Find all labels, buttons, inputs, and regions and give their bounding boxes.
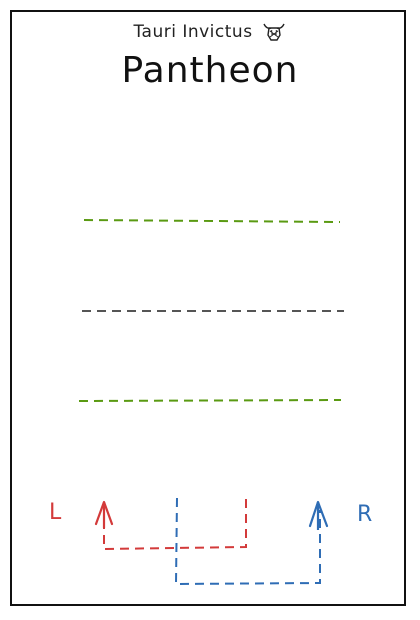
app-subtitle: Tauri Invictus xyxy=(133,22,253,42)
choice-line-top[interactable] xyxy=(83,219,341,223)
arrow-up-icon[interactable] xyxy=(94,500,114,528)
left-route xyxy=(103,499,247,551)
left-label[interactable]: L xyxy=(49,500,62,525)
right-label[interactable]: R xyxy=(357,502,373,527)
page-title: Pantheon xyxy=(121,50,299,91)
sketch-frame xyxy=(10,10,406,606)
page-header: Tauri Invictus Pantheon xyxy=(0,18,420,91)
bull-icon xyxy=(262,23,285,41)
arrow-up-icon[interactable] xyxy=(308,500,329,530)
subtitle-row: Tauri Invictus xyxy=(0,18,420,46)
right-route xyxy=(174,497,321,586)
choice-line-bottom[interactable] xyxy=(78,399,342,402)
